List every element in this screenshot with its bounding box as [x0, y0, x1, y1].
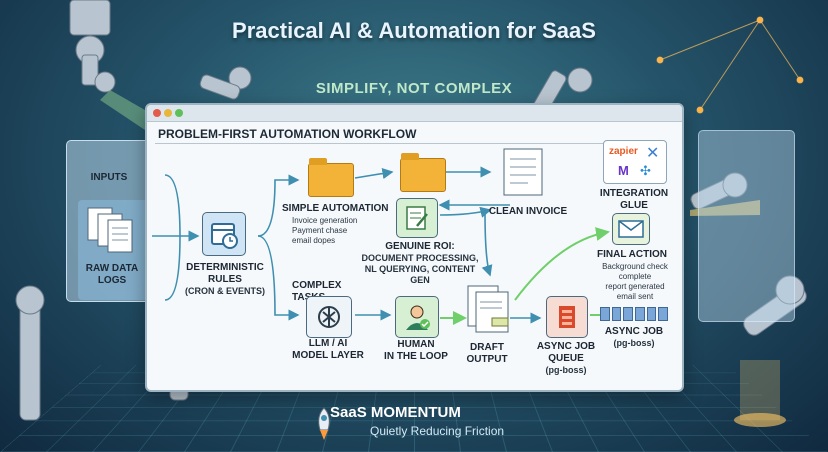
final-item: email sent: [616, 292, 654, 301]
final-action-heading: FINAL ACTION: [597, 249, 667, 260]
document-edit-icon: [396, 198, 438, 238]
roi-line2: DOCUMENT PROCESSING,: [361, 253, 479, 263]
clean-invoice-label: CLEAN INVOICE: [488, 206, 568, 217]
raw-data-line2: LOGS: [97, 275, 127, 286]
async-job-label: ASYNC JOB (pg-boss): [596, 326, 672, 349]
workflow-title: PROBLEM-FIRST AUTOMATION WORKFLOW: [158, 127, 417, 141]
queue-service-icon: [546, 296, 588, 338]
close-dot[interactable]: [153, 109, 161, 117]
human-avatar-icon: [395, 296, 439, 338]
rules-line2: RULES: [208, 274, 242, 285]
roi-line1: GENUINE ROI:: [385, 241, 455, 252]
simple-item: email dopes: [292, 236, 336, 245]
roi-label: GENUINE ROI: DOCUMENT PROCESSING, NL QUE…: [355, 241, 485, 286]
queue-label: ASYNC JOB QUEUE (pg-boss): [520, 341, 612, 376]
final-item: complete: [618, 272, 652, 281]
draft-output-icon: [467, 285, 509, 333]
rules-line1: DETERMINISTIC: [186, 262, 264, 273]
right-side-panel: [698, 130, 795, 322]
integration-glue-label: INTEGRATION GLUE: [599, 188, 669, 211]
rocket-icon: [318, 407, 330, 440]
zapier-logo: zapier: [609, 146, 638, 157]
final-item: Background check: [602, 262, 668, 271]
simple-item: Payment chase: [292, 226, 348, 235]
cross-logo-icon: ✕: [646, 145, 660, 162]
workflow-divider: [155, 143, 635, 144]
raw-data-label: RAW DATA LOGS: [72, 263, 152, 287]
llm-label: LLM / AI MODEL LAYER: [290, 338, 366, 362]
maximize-dot[interactable]: [175, 109, 183, 117]
simple-item: Invoice generation: [292, 216, 358, 225]
documents-icon: [87, 207, 133, 253]
invoice-icon: [503, 148, 543, 196]
footer-tagline: Quietly Reducing Friction: [370, 424, 505, 438]
page-title: Practical AI & Automation for SaaS: [232, 18, 596, 43]
queue-line1: ASYNC JOB QUEUE: [536, 341, 596, 364]
draft-line1: DRAFT: [470, 342, 504, 353]
page-subtitle: SIMPLIFY, NOT COMPLEX: [315, 80, 513, 97]
envelope-icon: [612, 213, 650, 245]
make-logo-icon: M: [618, 163, 629, 178]
folder-icon: [308, 158, 354, 197]
ai-model-icon: [306, 296, 352, 338]
final-item: report generated: [605, 282, 665, 291]
queue-line2: (pg-boss): [545, 365, 587, 375]
final-action-list: Background check complete report generat…: [594, 262, 676, 302]
llm-line1: LLM / AI: [308, 338, 348, 349]
integration-logos: zapier ✕ M ✣: [603, 140, 667, 184]
human-label: HUMAN IN THE LOOP: [378, 339, 454, 363]
human-line1: HUMAN: [397, 339, 435, 350]
simple-automation-list: Invoice generation Payment chase email d…: [292, 216, 357, 246]
async-job-line2: (pg-boss): [613, 338, 655, 348]
job-stack-icon: [600, 307, 669, 321]
async-job-line1: ASYNC JOB: [604, 326, 664, 337]
roi-line3: NL QUERYING, CONTENT GEN: [364, 264, 476, 285]
window-titlebar: [147, 105, 682, 122]
calendar-clock-icon: [202, 212, 246, 256]
human-line2: IN THE LOOP: [384, 351, 448, 362]
draft-line2: OUTPUT: [466, 354, 508, 365]
rules-label: DETERMINISTIC RULES (CRON & EVENTS): [180, 262, 270, 297]
n8n-logo-icon: ✣: [640, 163, 651, 178]
llm-line2: MODEL LAYER: [292, 350, 364, 361]
raw-data-line1: RAW DATA: [85, 263, 139, 274]
simple-automation-heading: SIMPLE AUTOMATION: [282, 203, 389, 214]
inputs-heading: INPUTS: [90, 172, 128, 183]
folder-icon: [400, 153, 446, 192]
footer-brand: SaaS MOMENTUM: [330, 404, 461, 421]
minimize-dot[interactable]: [164, 109, 172, 117]
draft-label: DRAFT OUTPUT: [452, 342, 522, 366]
rules-line3: (CRON & EVENTS): [184, 286, 265, 296]
